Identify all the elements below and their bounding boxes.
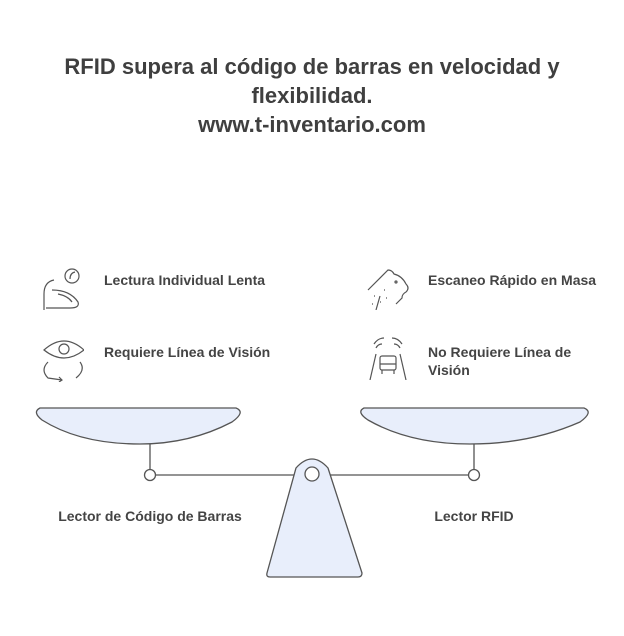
stand <box>266 458 363 578</box>
cheetah-icon <box>367 269 409 310</box>
title-url: www.t-inventario.com <box>198 112 426 137</box>
title-line: flexibilidad. <box>251 83 373 108</box>
left-pan <box>35 407 241 445</box>
right-joint <box>467 468 481 482</box>
left-joint <box>143 468 157 482</box>
left-item-1: Lectura Individual Lenta <box>104 272 266 288</box>
pivot <box>304 466 320 482</box>
right-item-2: No Requiere Línea de Visión <box>428 344 572 378</box>
snail-icon <box>43 268 80 310</box>
right-item-1: Escaneo Rápido en Masa <box>428 272 597 288</box>
left-label: Lector de Código de Barras <box>58 508 242 524</box>
left-item-2: Requiere Línea de Visión <box>104 344 271 360</box>
eye-icon <box>43 340 84 382</box>
right-label: Lector RFID <box>434 508 514 524</box>
title-line: RFID supera al código de barras en veloc… <box>64 54 560 79</box>
page-title: RFID supera al código de barras en veloc… <box>0 52 624 139</box>
right-pan <box>360 407 589 445</box>
car-signal-icon <box>369 337 407 380</box>
